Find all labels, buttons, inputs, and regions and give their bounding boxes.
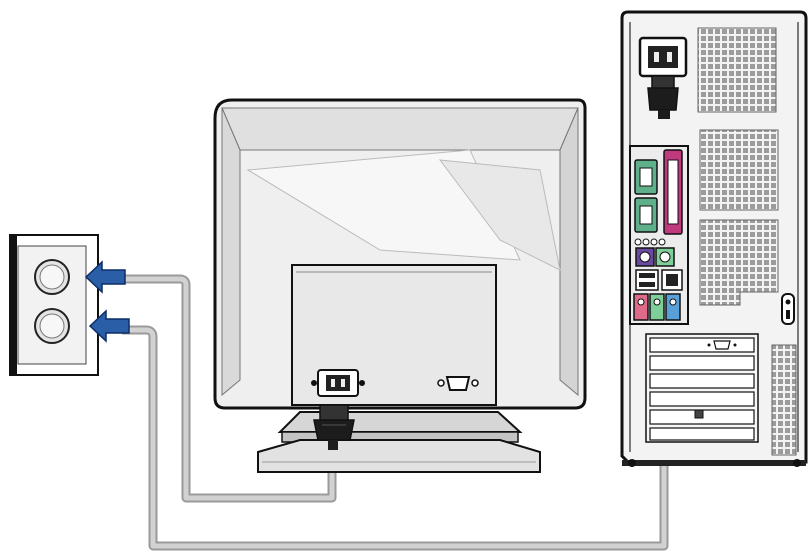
audio-jack-blue <box>666 294 680 320</box>
outlet-socket-bottom <box>35 309 69 343</box>
monitor-stand <box>258 412 540 472</box>
monitor-power-connector <box>311 370 365 396</box>
computer-tower <box>622 12 806 467</box>
tower-power-connector <box>640 38 686 76</box>
monitor <box>215 100 585 472</box>
video-card-connector <box>714 341 730 349</box>
expansion-slots <box>646 334 758 442</box>
outlet-socket-top <box>35 260 69 294</box>
audio-jack-green <box>650 294 664 320</box>
cover-latch <box>782 294 794 324</box>
tower-io-panel <box>630 146 688 324</box>
audio-jack-pink <box>634 294 648 320</box>
wall-outlet <box>10 235 98 375</box>
slot-connector <box>695 410 703 418</box>
